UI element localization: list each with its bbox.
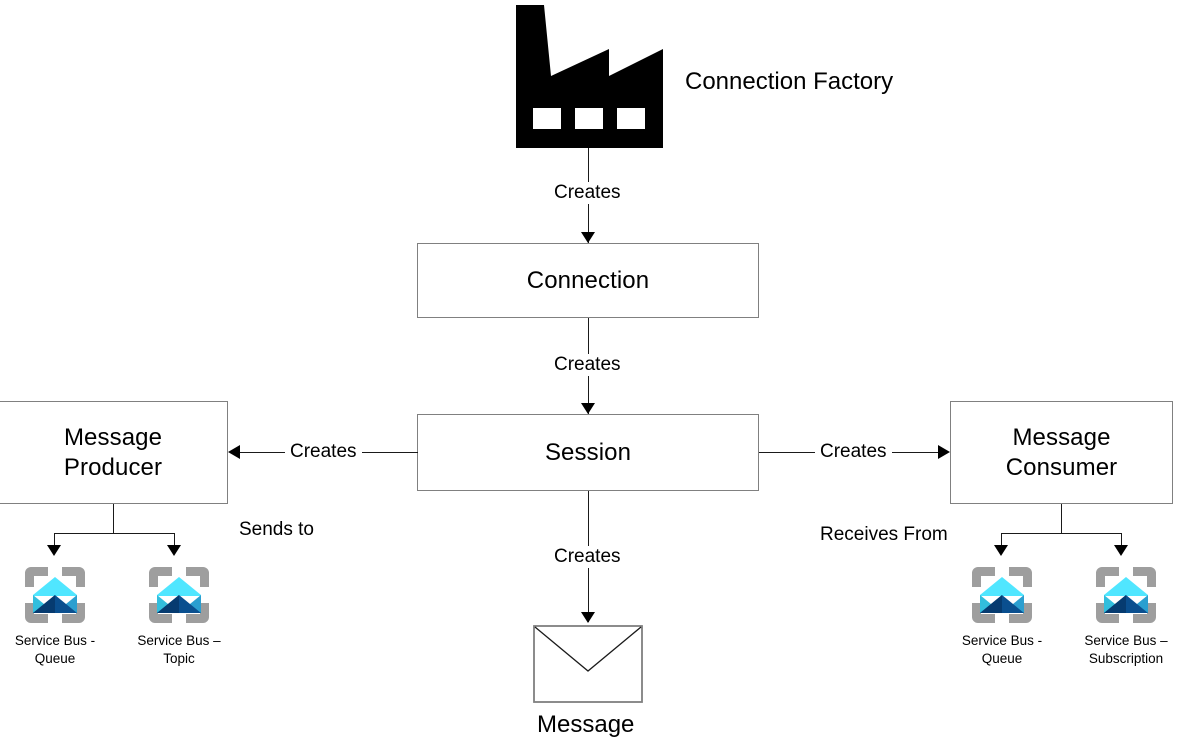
edge-label-consumer-receives-from: Receives From — [820, 524, 948, 545]
connector-producer-stem — [113, 504, 114, 533]
connector-consumer-branch-left — [1001, 533, 1002, 549]
message-label: Message — [537, 711, 635, 738]
arrowhead-producer-to-topic — [167, 545, 181, 556]
arrowhead-connection-to-session — [581, 403, 595, 414]
arrowhead-consumer-to-queue — [994, 545, 1008, 556]
destination-service-bus-subscription-consumer[interactable]: Service Bus – Subscription — [1076, 559, 1176, 668]
node-message-producer-label: Message Producer — [63, 424, 163, 481]
connector-producer-branch-right — [174, 533, 175, 549]
connector-consumer-stem — [1061, 504, 1062, 533]
arrowhead-consumer-to-subscription — [1114, 545, 1128, 556]
node-message-consumer[interactable]: Message Consumer — [950, 401, 1173, 504]
service-bus-icon — [19, 559, 91, 631]
message-envelope-icon — [533, 625, 643, 703]
destination-service-bus-queue-producer[interactable]: Service Bus - Queue — [13, 559, 97, 668]
connector-consumer-branch-right — [1121, 533, 1122, 549]
connection-factory-icon — [511, 2, 666, 148]
node-message-producer[interactable]: Message Producer — [0, 401, 228, 504]
arrowhead-factory-to-connection — [581, 232, 595, 243]
arrowhead-session-to-producer — [228, 445, 240, 459]
connector-producer-branch-left — [54, 533, 55, 549]
service-bus-icon — [143, 559, 215, 631]
connector-producer-branch-bar — [54, 533, 174, 534]
service-bus-caption: Service Bus - Queue — [961, 633, 1043, 666]
service-bus-caption: Service Bus – Topic — [137, 633, 221, 666]
service-bus-caption: Service Bus – Subscription — [1084, 633, 1168, 666]
edge-label-session-to-producer: Creates — [285, 441, 362, 463]
node-session[interactable]: Session — [417, 414, 759, 491]
arrowhead-producer-to-queue — [47, 545, 61, 556]
node-connection-label: Connection — [526, 266, 650, 294]
edge-label-factory-to-connection: Creates — [549, 182, 626, 204]
service-bus-icon — [966, 559, 1038, 631]
arrowhead-session-to-message — [581, 612, 595, 623]
edge-label-connection-to-session: Creates — [549, 354, 626, 376]
node-connection[interactable]: Connection — [417, 243, 759, 318]
connector-consumer-branch-bar — [1001, 533, 1121, 534]
service-bus-icon — [1090, 559, 1162, 631]
connection-factory-label: Connection Factory — [685, 68, 894, 95]
edge-label-session-to-consumer: Creates — [815, 441, 892, 463]
service-bus-caption: Service Bus - Queue — [14, 633, 96, 666]
node-session-label: Session — [544, 438, 632, 466]
node-message-consumer-label: Message Consumer — [1005, 424, 1118, 481]
edge-label-producer-sends-to: Sends to — [239, 519, 314, 540]
destination-service-bus-queue-consumer[interactable]: Service Bus - Queue — [960, 559, 1044, 668]
edge-label-session-to-message: Creates — [549, 546, 626, 568]
arrowhead-session-to-consumer — [938, 445, 950, 459]
destination-service-bus-topic-producer[interactable]: Service Bus – Topic — [137, 559, 221, 668]
